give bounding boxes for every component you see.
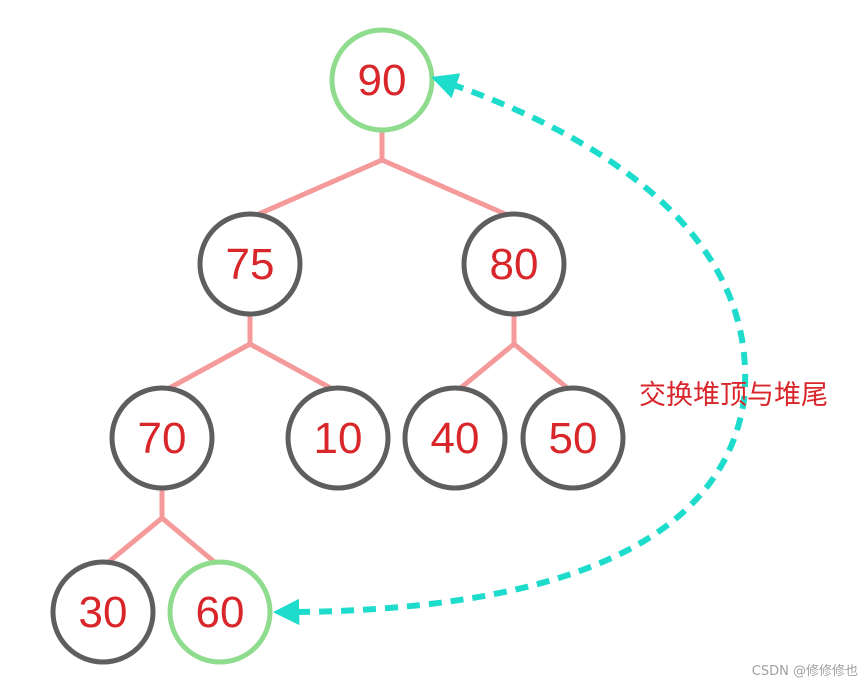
edge-n3-n8	[160, 516, 220, 567]
heap-node-value: 75	[226, 240, 275, 289]
edge-n0-n1	[250, 157, 384, 220]
heap-node-value: 10	[314, 414, 363, 463]
heap-node-10: 10	[285, 385, 391, 491]
edge-n3-n7	[103, 516, 164, 567]
heap-node-90: 90	[329, 27, 435, 133]
heap-node-value: 30	[79, 588, 128, 637]
heap-node-50: 50	[520, 385, 626, 491]
heap-node-value: 60	[196, 588, 245, 637]
heap-node-circle	[50, 559, 156, 665]
edge-n1-n3	[162, 341, 252, 394]
heap-node-value: 80	[490, 240, 539, 289]
heap-node-value: 50	[549, 414, 598, 463]
edge-n2-n6	[512, 342, 573, 393]
heap-node-value: 90	[358, 56, 407, 105]
heap-node-60: 60	[167, 559, 273, 665]
edge-n0-n2	[380, 157, 514, 220]
heap-node-40: 40	[402, 385, 508, 491]
heap-node-circle	[461, 211, 567, 317]
edge-n1-n4	[248, 341, 338, 394]
heap-node-circle	[167, 559, 273, 665]
watermark: CSDN @修修修也	[751, 664, 858, 679]
tree-edges	[103, 130, 573, 567]
heap-node-80: 80	[461, 211, 567, 317]
heap-node-circle	[109, 385, 215, 491]
heap-node-70: 70	[109, 385, 215, 491]
heap-node-circle	[520, 385, 626, 491]
swap-arrow	[272, 73, 749, 626]
heap-node-75: 75	[197, 211, 303, 317]
swap-note-label: 交换堆顶与堆尾	[639, 380, 828, 411]
heap-node-30: 30	[50, 559, 156, 665]
heap-node-value: 70	[138, 414, 187, 463]
tree-nodes: 90 75 80 70 10 40 50 30 60	[50, 27, 626, 665]
heap-node-value: 40	[431, 414, 480, 463]
edge-n2-n5	[455, 342, 516, 393]
